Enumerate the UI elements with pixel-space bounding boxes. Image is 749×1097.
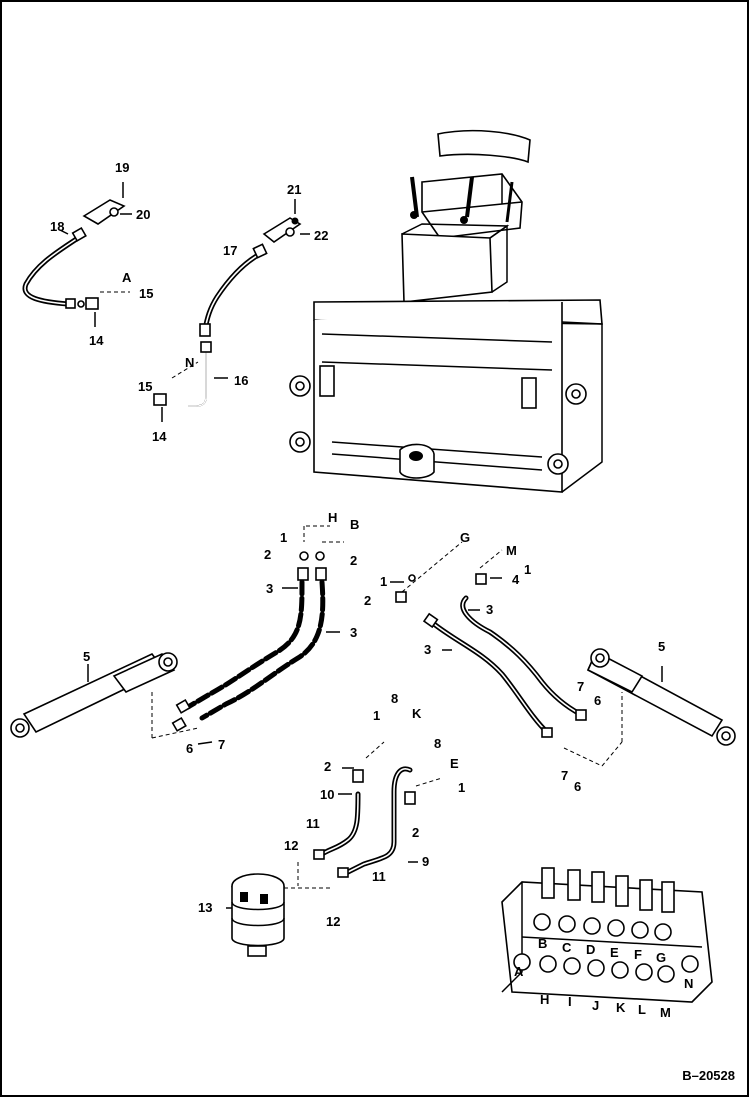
callout-4: 4 xyxy=(512,572,520,587)
control-valve-block xyxy=(501,867,713,1003)
callout-g: G xyxy=(460,530,470,545)
callout-2-g: 2 xyxy=(364,593,371,608)
hose-18-assembly xyxy=(22,182,132,327)
callout-labels: 19 20 18 A 15 14 21 22 17 N 15 16 14 1 H… xyxy=(50,160,693,1020)
figure-id: B–20528 xyxy=(682,1068,735,1083)
callout-12-upper: 12 xyxy=(284,838,298,853)
callout-14: 14 xyxy=(89,333,104,348)
callout-14b: 14 xyxy=(152,429,167,444)
callout-n: N xyxy=(185,355,194,370)
callout-2-motor-upper: 2 xyxy=(324,759,331,774)
callout-8-upper: 8 xyxy=(391,691,398,706)
valve-port-i: I xyxy=(568,994,572,1009)
callout-3-upper: 3 xyxy=(266,581,273,596)
callout-k: K xyxy=(412,706,422,721)
valve-port-b: B xyxy=(538,936,547,951)
valve-port-e: E xyxy=(610,945,619,960)
callout-20: 20 xyxy=(136,207,150,222)
callout-15b: 15 xyxy=(138,379,152,394)
callout-3-right-lower: 3 xyxy=(424,642,431,657)
callout-m: M xyxy=(506,543,517,558)
callout-11-upper: 11 xyxy=(306,816,320,831)
callout-18: 18 xyxy=(50,219,64,234)
loader-machine-illustration xyxy=(289,129,603,493)
callout-15: 15 xyxy=(139,286,153,301)
valve-port-c: C xyxy=(562,940,572,955)
callout-2-left: 2 xyxy=(264,547,271,562)
callout-7-right-upper: 7 xyxy=(577,679,584,694)
callout-1-m: 1 xyxy=(524,562,531,577)
callout-7-left: 7 xyxy=(218,737,225,752)
callout-5-left: 5 xyxy=(83,649,90,664)
callout-9: 9 xyxy=(422,854,429,869)
callout-a: A xyxy=(122,270,132,285)
callout-2-motor-lower: 2 xyxy=(412,825,419,840)
callout-21: 21 xyxy=(287,182,301,197)
callout-3-lower: 3 xyxy=(350,625,357,640)
motor-hose-assembly xyxy=(226,741,443,957)
callout-1-e: 1 xyxy=(458,780,465,795)
valve-port-j: J xyxy=(592,998,599,1013)
valve-port-g: G xyxy=(656,950,666,965)
callout-6-right-upper: 6 xyxy=(594,693,601,708)
callout-8-lower: 8 xyxy=(434,736,441,751)
callout-6-right-lower: 6 xyxy=(574,779,581,794)
callout-13: 13 xyxy=(198,900,212,915)
callout-22: 22 xyxy=(314,228,328,243)
callout-5-right: 5 xyxy=(658,639,665,654)
valve-port-k: K xyxy=(616,1000,626,1015)
callout-1-k: 1 xyxy=(373,708,380,723)
callout-3-right-upper: 3 xyxy=(486,602,493,617)
callout-h: H xyxy=(328,510,337,525)
callout-19: 19 xyxy=(115,160,129,175)
valve-port-m: M xyxy=(660,1005,671,1020)
valve-port-l: L xyxy=(638,1002,646,1017)
valve-port-h: H xyxy=(540,992,549,1007)
callout-1-h: 1 xyxy=(280,530,287,545)
valve-port-d: D xyxy=(586,942,595,957)
callout-17: 17 xyxy=(223,243,237,258)
callout-7-right-lower: 7 xyxy=(561,768,568,783)
callout-11-lower: 11 xyxy=(372,869,386,884)
valve-port-f: F xyxy=(634,947,642,962)
callout-1-g: 1 xyxy=(380,574,387,589)
callout-6-left: 6 xyxy=(186,741,193,756)
callout-b: B xyxy=(350,517,359,532)
callout-e: E xyxy=(450,756,459,771)
right-cylinder-hose-assembly xyxy=(390,541,736,767)
left-cylinder-hose-assembly xyxy=(10,525,344,745)
callout-2-right: 2 xyxy=(350,553,357,568)
valve-port-n: N xyxy=(684,976,693,991)
hose-17-tube-16-assembly xyxy=(153,199,310,422)
callout-16: 16 xyxy=(234,373,248,388)
valve-port-a: A xyxy=(514,964,524,979)
callout-10: 10 xyxy=(320,787,334,802)
callout-12-lower: 12 xyxy=(326,914,340,929)
